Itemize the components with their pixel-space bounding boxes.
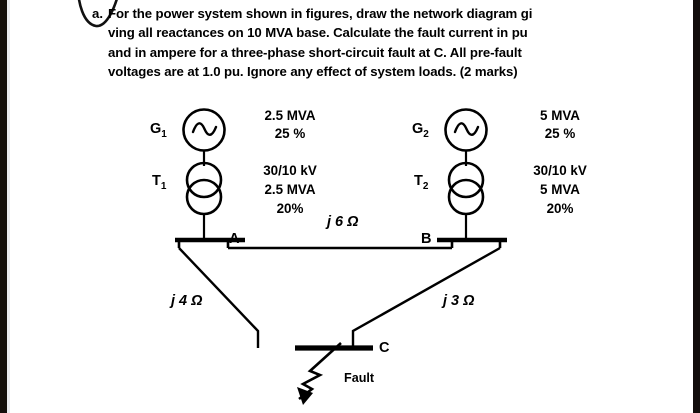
generator-g1-reactance: 25 % bbox=[274, 126, 306, 141]
handwritten-pen-mark bbox=[77, 0, 118, 28]
transformer-t2-voltage-ratio: 30/10 kV bbox=[533, 163, 587, 178]
question-line-1: For the power system shown in figures, d… bbox=[108, 6, 533, 21]
transformer-t2-reactance: 20% bbox=[546, 201, 574, 216]
transformer-t1-rating-mva: 2.5 MVA bbox=[264, 182, 316, 197]
question-line-2: ving all reactances on 10 MVA base. Calc… bbox=[108, 25, 528, 41]
bus-b-label: B bbox=[421, 231, 432, 247]
question-item-label: a. bbox=[92, 6, 103, 21]
generator-g2-rating-mva: 5 MVA bbox=[540, 108, 580, 123]
generator-g1-rating-mva: 2.5 MVA bbox=[264, 108, 316, 123]
transformer-t1-reactance: 20% bbox=[276, 201, 304, 216]
question-line-4: voltages are at 1.0 pu. Ignore any effec… bbox=[108, 64, 518, 80]
question-text: For the power system shown in figures, d… bbox=[108, 4, 608, 82]
generator-g1-label: G1 bbox=[150, 121, 167, 140]
transformer-t2-symbol bbox=[447, 161, 485, 216]
scan-edge-left bbox=[0, 0, 7, 413]
generator-g2-reactance: 25 % bbox=[544, 126, 576, 141]
transmission-line-a-c bbox=[178, 247, 260, 348]
bus-c-label: C bbox=[379, 340, 390, 356]
generator-g2-label: G2 bbox=[412, 121, 429, 140]
fault-label: Fault bbox=[344, 371, 375, 385]
transformer-t1-voltage-ratio: 30/10 kV bbox=[263, 163, 317, 178]
bus-a-label: A bbox=[229, 231, 240, 247]
line-a-c-impedance-label: j 4 Ω bbox=[171, 293, 203, 309]
transformer-t1-label: T1 bbox=[152, 173, 167, 192]
transformer-t2-rating-mva: 5 MVA bbox=[540, 182, 580, 197]
transformer-t2-label: T2 bbox=[414, 173, 429, 192]
line-a-b-impedance-label: j 6 Ω bbox=[327, 214, 359, 230]
scan-edge-right bbox=[693, 0, 700, 413]
transformer-t1-symbol bbox=[185, 161, 223, 216]
question-line-3: and in ampere for a three-phase short-ci… bbox=[108, 44, 522, 60]
line-b-c-impedance-label: j 3 Ω bbox=[443, 293, 475, 309]
transmission-line-b-c bbox=[351, 246, 501, 348]
scan-edge-left-inner bbox=[7, 0, 10, 413]
generator-g1-symbol bbox=[182, 108, 226, 152]
fault-symbol bbox=[297, 342, 342, 405]
generator-g2-symbol bbox=[444, 108, 488, 152]
